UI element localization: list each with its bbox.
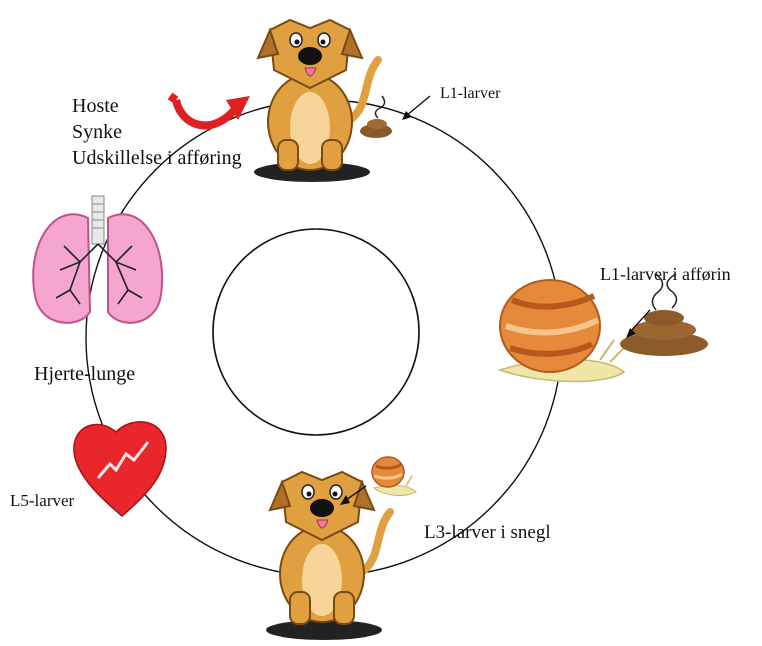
- label-hjerte-lunge: Hjerte-lunge: [34, 363, 135, 385]
- label-hoste: Hoste: [72, 95, 119, 117]
- snail-icon: [500, 280, 626, 382]
- dog-icon: [266, 472, 390, 640]
- label-l3-i-snegl: L3-larver i snegl: [424, 522, 551, 543]
- label-l5-larver: L5-larver: [10, 491, 75, 510]
- label-synke: Synke: [72, 121, 122, 143]
- snail-icon: [372, 457, 416, 495]
- label-l1-larver: L1-larver: [440, 85, 501, 102]
- lungs-icon: [33, 196, 162, 323]
- feces-icon: [620, 274, 708, 356]
- pointer-arrow: [406, 96, 430, 116]
- dog-icon: [254, 20, 378, 182]
- label-l1-i-afforing: L1-larver i afførin: [600, 264, 731, 284]
- label-udskillelse: Udskillelse i afføring: [72, 147, 242, 169]
- curved-arrow-icon: [170, 96, 250, 125]
- lifecycle-inner-circle: [213, 229, 419, 435]
